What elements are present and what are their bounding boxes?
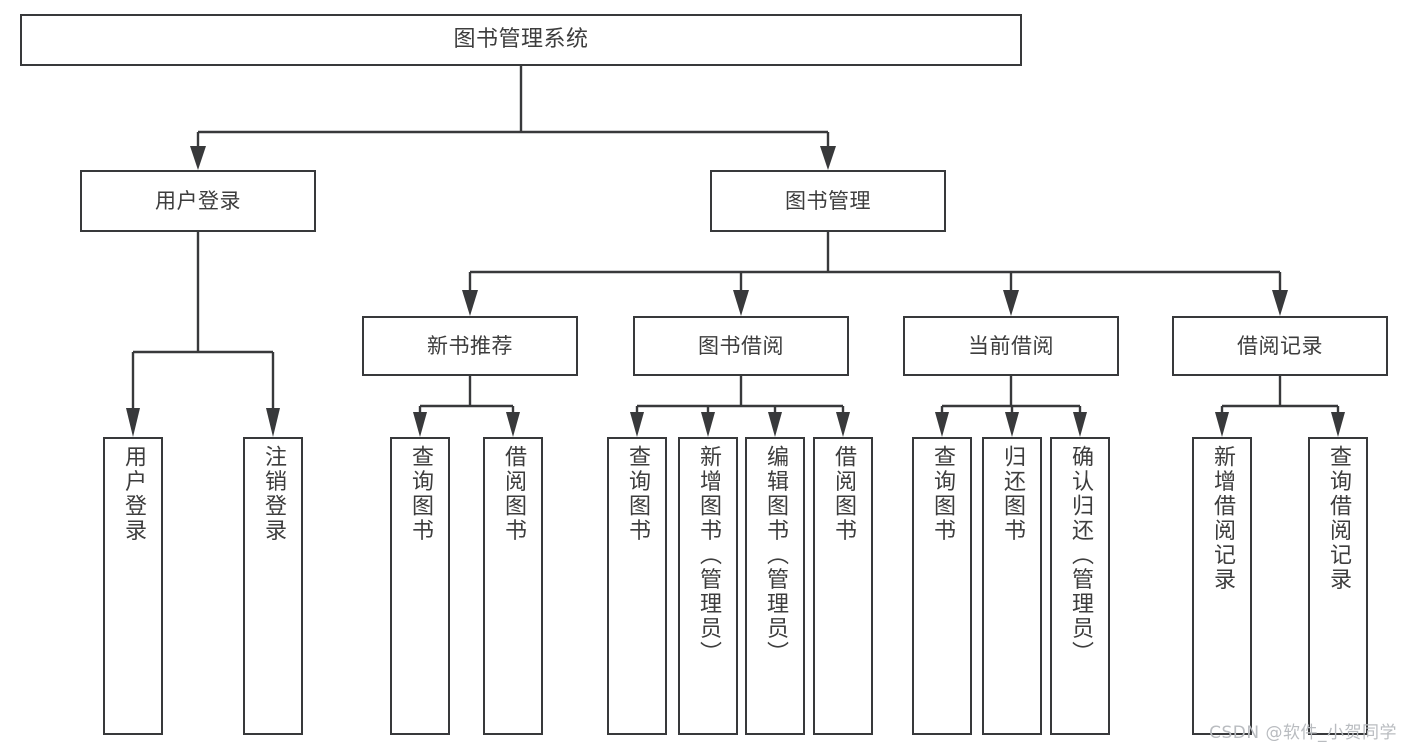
arrow-leaf-qb3 xyxy=(935,412,949,437)
node-leaf-add-book[interactable]: 新增图书（管理员） xyxy=(678,437,738,735)
arrow-book-manage xyxy=(820,146,836,170)
arrow-leaf-bb1 xyxy=(506,412,520,437)
arrow-leaf-qb2 xyxy=(630,412,644,437)
node-leaf-confirm-return[interactable]: 确认归还（管理员） xyxy=(1050,437,1110,735)
node-book-manage[interactable]: 图书管理 xyxy=(710,170,946,232)
node-leaf-borrow-book-1[interactable]: 借阅图书 xyxy=(483,437,543,735)
watermark-text: CSDN @软件_小贺同学 xyxy=(1209,723,1397,743)
arrow-leaf-qb1 xyxy=(413,412,427,437)
node-leaf-edit-book-label: 编辑图书（管理员） xyxy=(763,445,788,666)
arrow-newbook xyxy=(462,290,478,316)
node-leaf-query-book-1[interactable]: 查询图书 xyxy=(390,437,450,735)
node-leaf-query-book-2[interactable]: 查询图书 xyxy=(607,437,667,735)
arrow-borrowrecord xyxy=(1272,290,1288,316)
node-leaf-edit-book[interactable]: 编辑图书（管理员） xyxy=(745,437,805,735)
node-leaf-add-record[interactable]: 新增借阅记录 xyxy=(1192,437,1252,735)
arrow-bookborrow xyxy=(733,290,749,316)
arrow-leaf-user-login xyxy=(126,408,140,437)
node-leaf-confirm-return-label: 确认归还（管理员） xyxy=(1068,445,1093,666)
node-leaf-add-book-label: 新增图书（管理员） xyxy=(696,445,721,666)
node-borrow-record[interactable]: 借阅记录 xyxy=(1172,316,1388,376)
node-leaf-query-book-2-label: 查询图书 xyxy=(625,445,650,543)
node-leaf-query-record-label: 查询借阅记录 xyxy=(1326,445,1351,592)
arrow-leaf-logout xyxy=(266,408,280,437)
node-user-login[interactable]: 用户登录 xyxy=(80,170,316,232)
node-leaf-query-book-3[interactable]: 查询图书 xyxy=(912,437,972,735)
arrow-leaf-returnbook xyxy=(1005,412,1019,437)
node-new-book-recommend-label: 新书推荐 xyxy=(427,333,513,358)
node-leaf-borrow-book-2-label: 借阅图书 xyxy=(831,445,856,543)
arrow-leaf-confirmreturn xyxy=(1073,412,1087,437)
node-book-manage-label: 图书管理 xyxy=(785,188,871,213)
arrow-leaf-queryrecord xyxy=(1331,412,1345,437)
node-new-book-recommend[interactable]: 新书推荐 xyxy=(362,316,578,376)
node-current-borrow[interactable]: 当前借阅 xyxy=(903,316,1119,376)
arrow-leaf-addrecord xyxy=(1215,412,1229,437)
node-leaf-user-login[interactable]: 用户登录 xyxy=(103,437,163,735)
node-leaf-return-book-label: 归还图书 xyxy=(1000,445,1025,543)
node-leaf-add-record-label: 新增借阅记录 xyxy=(1210,445,1235,592)
arrow-leaf-addbook xyxy=(701,412,715,437)
node-leaf-borrow-book-1-label: 借阅图书 xyxy=(501,445,526,543)
arrow-currentborrow xyxy=(1003,290,1019,316)
node-leaf-query-book-1-label: 查询图书 xyxy=(408,445,433,543)
node-user-login-label: 用户登录 xyxy=(155,188,241,213)
arrow-leaf-editbook xyxy=(768,412,782,437)
node-leaf-logout-label: 注销登录 xyxy=(261,445,286,543)
arrow-user-login xyxy=(190,146,206,170)
node-book-borrow-label: 图书借阅 xyxy=(698,333,784,358)
node-book-borrow[interactable]: 图书借阅 xyxy=(633,316,849,376)
node-leaf-borrow-book-2[interactable]: 借阅图书 xyxy=(813,437,873,735)
node-current-borrow-label: 当前借阅 xyxy=(968,333,1054,358)
node-leaf-query-book-3-label: 查询图书 xyxy=(930,445,955,543)
node-leaf-query-record[interactable]: 查询借阅记录 xyxy=(1308,437,1368,735)
node-borrow-record-label: 借阅记录 xyxy=(1237,333,1323,358)
node-root[interactable]: 图书管理系统 xyxy=(20,14,1022,66)
node-root-label: 图书管理系统 xyxy=(453,27,589,53)
node-leaf-user-login-label: 用户登录 xyxy=(121,445,146,543)
node-leaf-logout[interactable]: 注销登录 xyxy=(243,437,303,735)
node-leaf-return-book[interactable]: 归还图书 xyxy=(982,437,1042,735)
arrow-leaf-bb2 xyxy=(836,412,850,437)
